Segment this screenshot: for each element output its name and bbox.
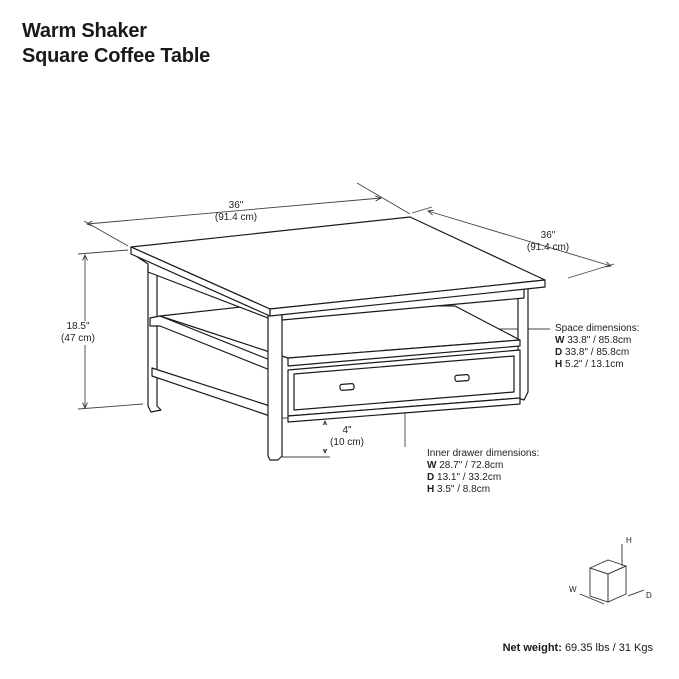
space-dimension-w: W 33.8" / 85.8cm (555, 335, 632, 346)
drawer-handle-left (339, 383, 355, 391)
bottom-front-rail (287, 397, 521, 423)
net-weight-value: 69.35 lbs / 31 Kgs (564, 642, 653, 654)
axis-cube (579, 544, 645, 605)
height-imperial: 18.5" (66, 321, 90, 332)
cube-right (607, 565, 627, 603)
net-weight: Net weight: 69.35 lbs / 31 Kgs (503, 641, 653, 655)
height-metric: (47 cm) (61, 333, 95, 344)
space-dimensions-heading: Space dimensions: (555, 323, 640, 334)
space-dimensions: Space dimensions: W 33.8" / 85.8cm D 33.… (555, 323, 640, 371)
drawer-dimension-h: H 3.5" / 8.8cm (427, 484, 491, 495)
depth-imperial: 36" (540, 230, 556, 241)
width-extension-right (356, 182, 411, 215)
cube-axis-w (579, 593, 605, 605)
drawer-handle-right (454, 374, 470, 382)
width-imperial: 36" (228, 200, 244, 211)
height-label: 18.5" (47 cm) (48, 321, 108, 345)
space-dimension-h: H 5.2" / 13.1cm (555, 359, 624, 370)
depth-metric: (91.4 cm) (526, 242, 570, 253)
drawer-dimension-d: D 13.1" / 33.2cm (427, 472, 502, 483)
depth-extension-right (567, 263, 615, 279)
width-extension-left (83, 220, 129, 247)
coffee-table-illustration (130, 216, 546, 461)
depth-label: 36" (91.4 cm) (516, 230, 580, 254)
clearance-metric: (10 cm) (330, 437, 364, 448)
drawer-dimension-w: W 28.7" / 72.8cm (427, 460, 504, 471)
left-bottom-rail (151, 367, 271, 417)
width-label: 36" (91.4 cm) (206, 200, 266, 224)
leg-back-left (147, 263, 162, 413)
middle-shelf-front (287, 339, 521, 367)
title-line-1: Warm Shaker (22, 20, 147, 42)
leg-front-left (267, 305, 283, 461)
clearance-imperial: 4" (342, 425, 352, 436)
cube-left (589, 567, 609, 603)
height-extension-top (77, 249, 129, 255)
width-dimension-line (87, 198, 381, 224)
depth-extension-top (411, 206, 433, 214)
net-weight-label: Net weight: (502, 642, 562, 654)
axis-label-w: W (569, 585, 577, 594)
title-line-2: Square Coffee Table (22, 45, 211, 67)
axis-label-h: H (626, 536, 632, 545)
width-metric: (91.4 cm) (214, 212, 258, 223)
height-extension-bottom (77, 403, 144, 410)
product-title: Warm Shaker Square Coffee Table (22, 19, 210, 69)
drawer-dimensions: Inner drawer dimensions: W 28.7" / 72.8c… (427, 448, 539, 496)
drawer-front (293, 355, 515, 411)
cube-axis-d (627, 589, 645, 597)
depth-dimension-line (428, 211, 611, 266)
space-dimension-d: D 33.8" / 85.8cm (555, 347, 630, 358)
drawer-dimensions-heading: Inner drawer dimensions: (427, 448, 540, 459)
axis-label-d: D (646, 591, 652, 600)
cube-top (588, 559, 628, 575)
clearance-label: 4" (10 cm) (318, 425, 376, 449)
table-top-front-edge (269, 279, 546, 317)
